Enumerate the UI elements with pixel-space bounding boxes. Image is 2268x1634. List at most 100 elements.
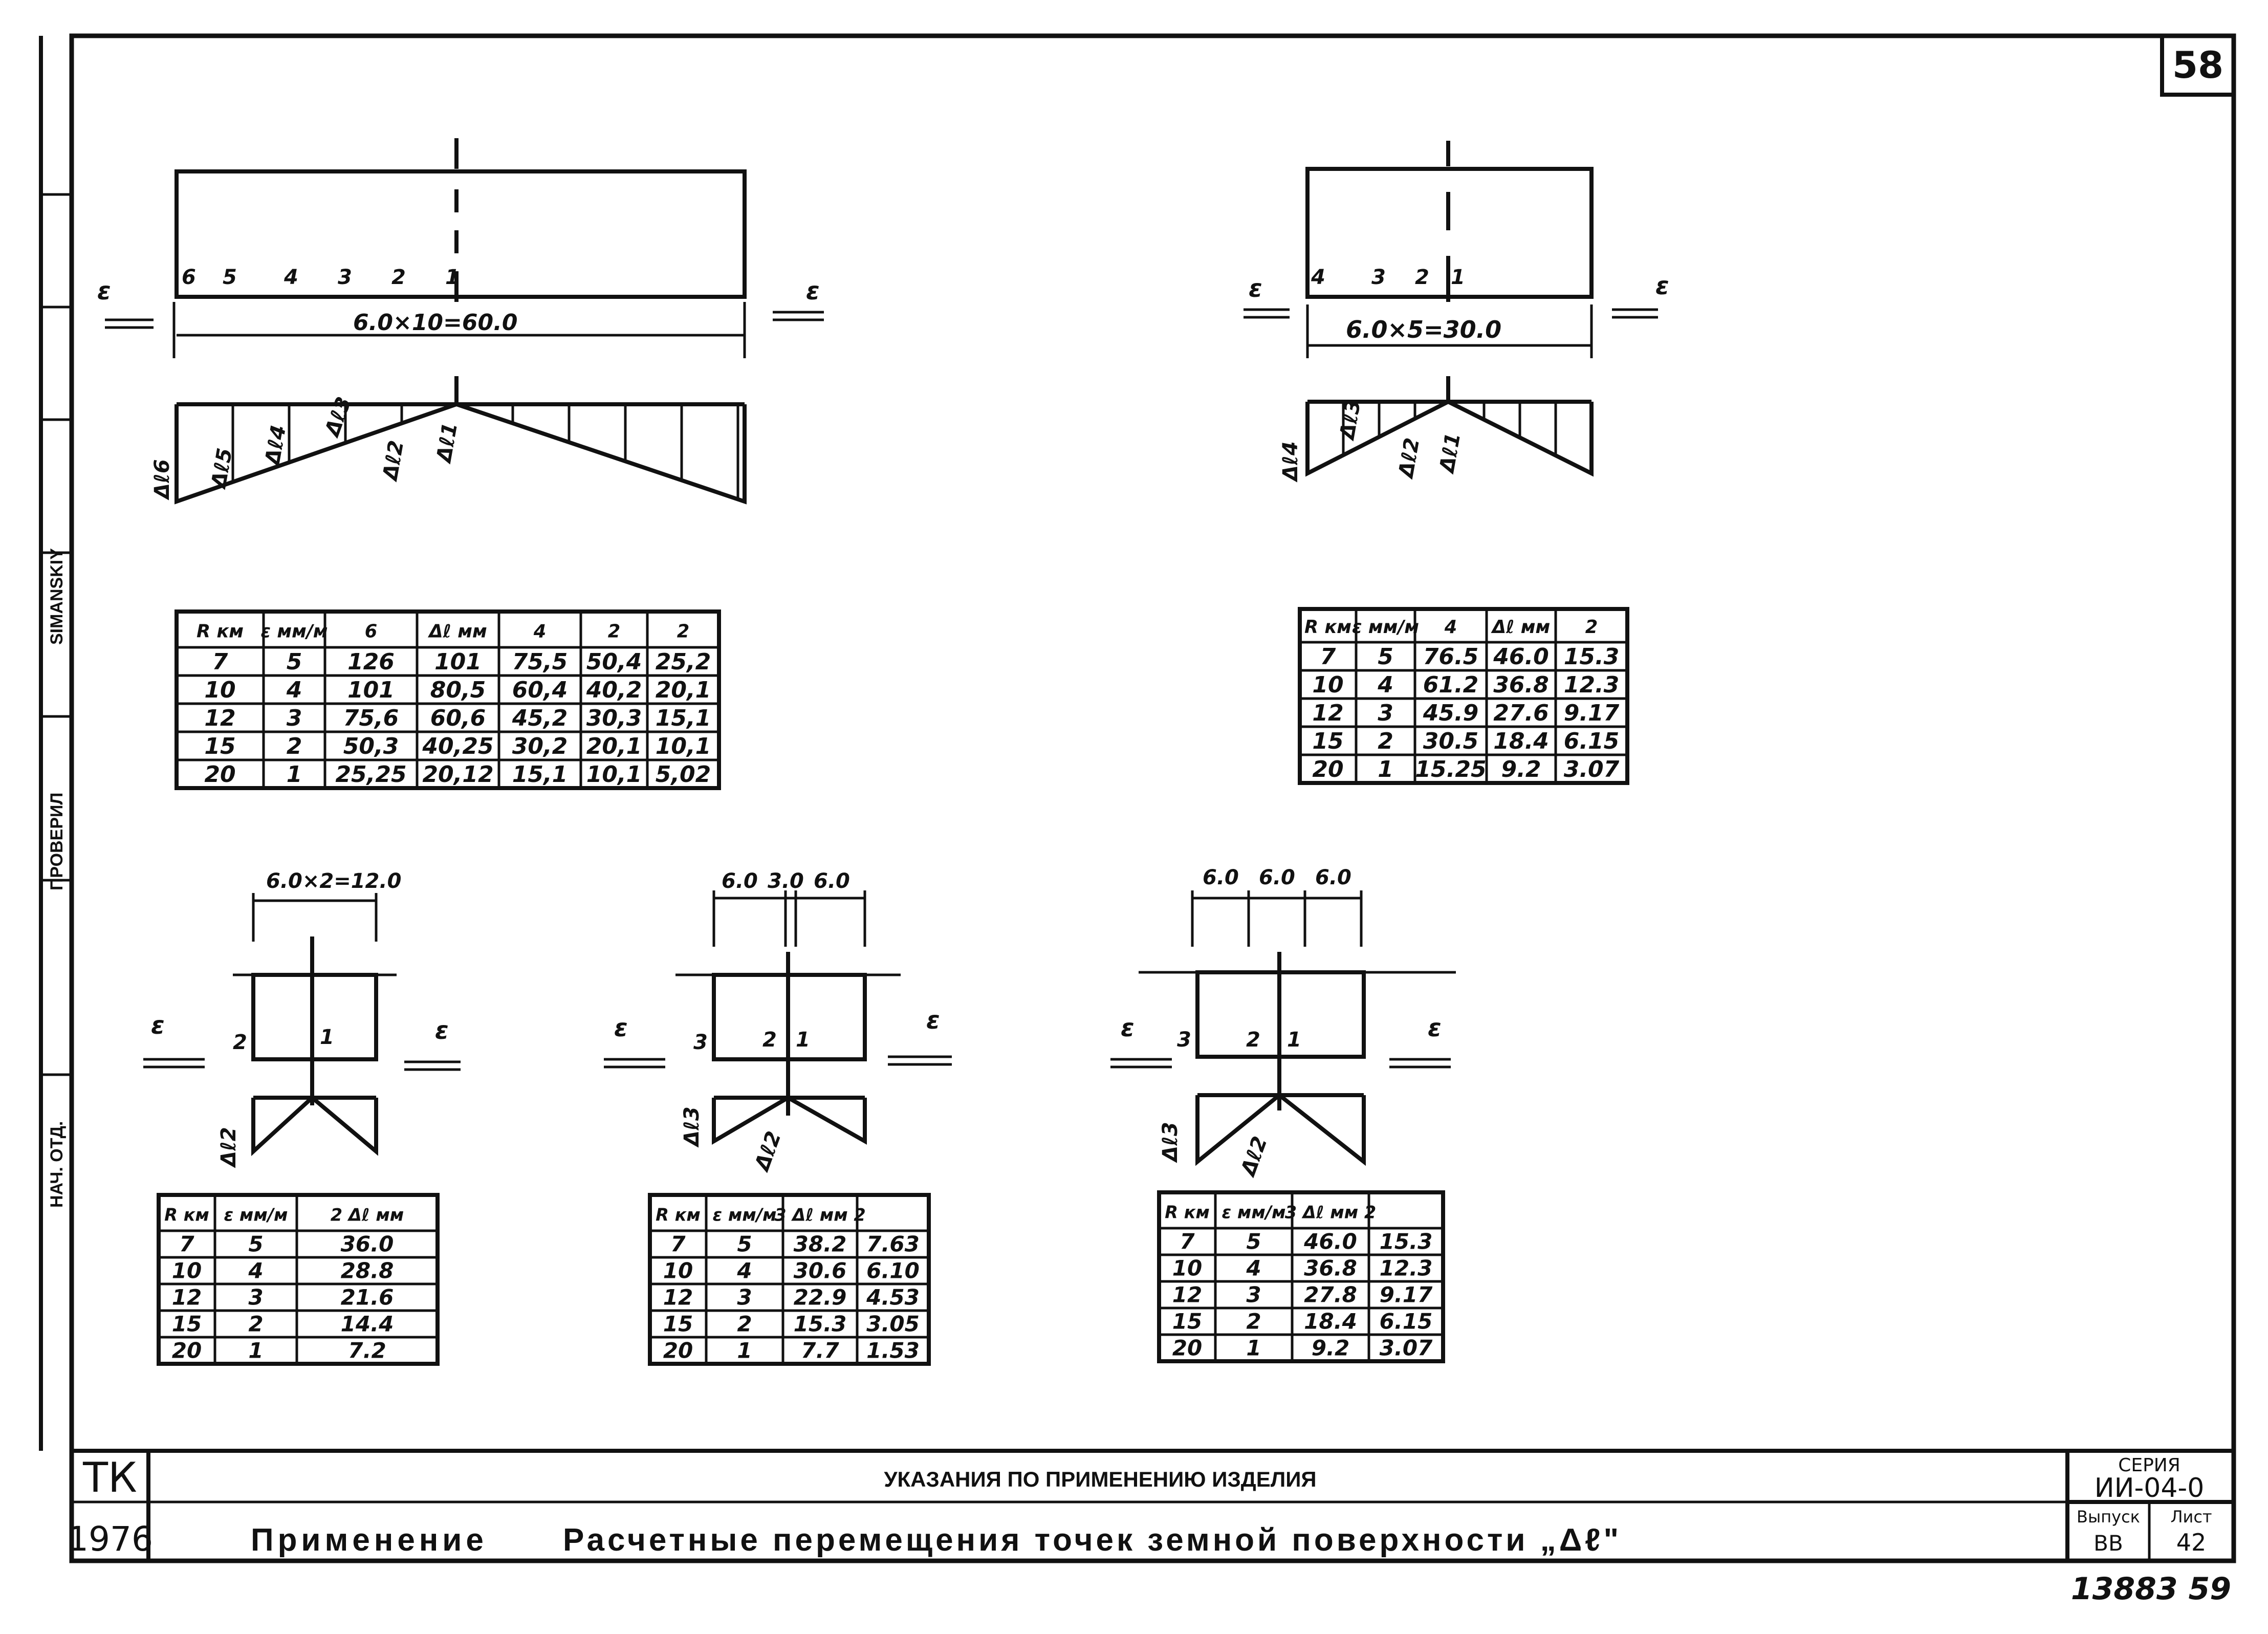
epsilon-left: ε [97,277,111,306]
delta-2: Δℓ2 [378,439,408,483]
delta-l2: Δℓ2 [217,1127,241,1168]
table-cell: 27.8 [1304,1282,1357,1308]
delta-3: Δℓ3 [1335,398,1365,442]
sheet-frame [39,33,2236,1563]
node-5: 5 [223,266,237,289]
table-cell: 3 [1378,700,1393,726]
table-cell: 2 [1246,1309,1261,1334]
table-cell: 9.2 [1312,1336,1349,1361]
table-cell: 15.25 [1415,756,1486,782]
table-cell: 1 [737,1338,752,1363]
document-title: Расчетные перемещения точек земной повер… [563,1522,1622,1558]
table-cell: 15.3 [1380,1229,1433,1254]
series-value: ИИ-04-0 [2095,1473,2205,1504]
table-cell: 15 [204,733,235,759]
diagram-bottom-1: 6.0×2=12.0 2 1 ε ε Δℓ2 [143,869,461,1168]
table-cell: 7 [212,649,228,675]
epsilon-left: ε [1249,274,1262,303]
node-3: 3 [693,1031,708,1054]
sheet-value: 42 [2176,1529,2207,1556]
table-header: R км [1304,617,1351,638]
node-3: 3 [1371,266,1386,289]
table-header: ε мм/м [224,1205,288,1225]
table-cell: 10 [204,677,235,703]
table-header: R км [1165,1202,1210,1222]
table-cell: 76.5 [1423,644,1479,670]
table-cell: 80,5 [430,677,486,703]
table-cell: 1 [1246,1336,1261,1361]
table-cell: 12 [172,1285,202,1310]
table-cell: 6.15 [1380,1309,1433,1334]
table-header: ε мм/м [261,621,328,642]
dimension-label: 6.0×5=30.0 [1346,316,1501,343]
table-cell: 15 [663,1312,693,1337]
table-cell: 12.3 [1380,1256,1433,1281]
dimension-label: 6.0 [722,869,758,893]
table-border [1157,1190,1445,1363]
table-cell: 18.4 [1304,1309,1357,1334]
table-header: ε мм/м [713,1205,777,1225]
table-header: R км [656,1205,701,1225]
table-cell: 2 [248,1312,263,1337]
table-cell: 20 [172,1338,202,1363]
table-cell: 50,4 [586,649,642,675]
table-cell: 18.4 [1493,728,1549,754]
table-cell: 1.53 [866,1338,920,1363]
table-header: 3 Δℓ мм 2 [774,1205,866,1225]
table-header: ε мм/м [1222,1202,1286,1222]
table-cell: 10 [1312,672,1343,698]
sheet-number-box: 58 [2160,34,2236,97]
table-cell: 30,3 [586,705,642,731]
dimension-label: 6.0×10=60.0 [353,310,517,336]
table-cell: 20 [663,1338,693,1363]
table-header: R км [164,1205,209,1225]
table-cell: 15.3 [794,1312,847,1337]
title-block: ТК 1976 УКАЗАНИЯ ПО ПРИМЕНЕНИЮ ИЗДЕЛИЯ П… [67,1454,2212,1559]
table-cell: 9.2 [1501,756,1541,782]
delta-3: Δℓ3 [320,394,356,441]
table-cell: 14.4 [341,1312,394,1337]
node-1: 1 [320,1026,334,1049]
issue-label: Выпуск [2077,1507,2140,1527]
table-border [648,1193,931,1366]
table-border [175,609,721,790]
displacement-hatching [231,404,739,499]
table-cell: 6.15 [1564,728,1620,754]
table-cell: 3.07 [1564,756,1620,782]
table-cell: 126 [347,649,395,675]
table-cell: 20,12 [422,761,493,788]
table-cell: 45.9 [1423,700,1479,726]
table-cell: 15,1 [656,705,711,731]
node-1: 1 [1451,266,1465,289]
node-6: 6 [182,266,196,289]
table-cell: 5 [248,1232,263,1257]
table-cell: 5 [287,649,302,675]
node-3: 3 [338,266,352,289]
node-2: 2 [762,1028,777,1052]
table-cell: 4 [1246,1256,1261,1281]
table-cell: 7.7 [801,1338,839,1363]
table-cell: 7.2 [348,1338,386,1363]
table-cell: 3 [1246,1282,1261,1308]
table-cell: 5 [737,1232,752,1257]
table-cell: 12 [204,705,235,731]
table-cell: 15.3 [1564,644,1620,670]
dimension-label: 6.0 [814,869,850,893]
table-cell: 4 [248,1258,263,1283]
table-cell: 3.07 [1380,1336,1433,1361]
table-cell: 25,25 [335,761,406,788]
series-label: СЕРИЯ [2118,1455,2180,1476]
table-cell: 20 [1312,756,1343,782]
year-label: 1976 [67,1519,153,1559]
table-cell: 7.63 [866,1232,920,1257]
displacement-hatching [1342,402,1557,455]
title-heading: УКАЗАНИЯ ПО ПРИМЕНЕНИЮ ИЗДЕЛИЯ [884,1467,1316,1491]
table-header: Δℓ мм [427,621,487,642]
table-cell: 7 [179,1232,194,1257]
